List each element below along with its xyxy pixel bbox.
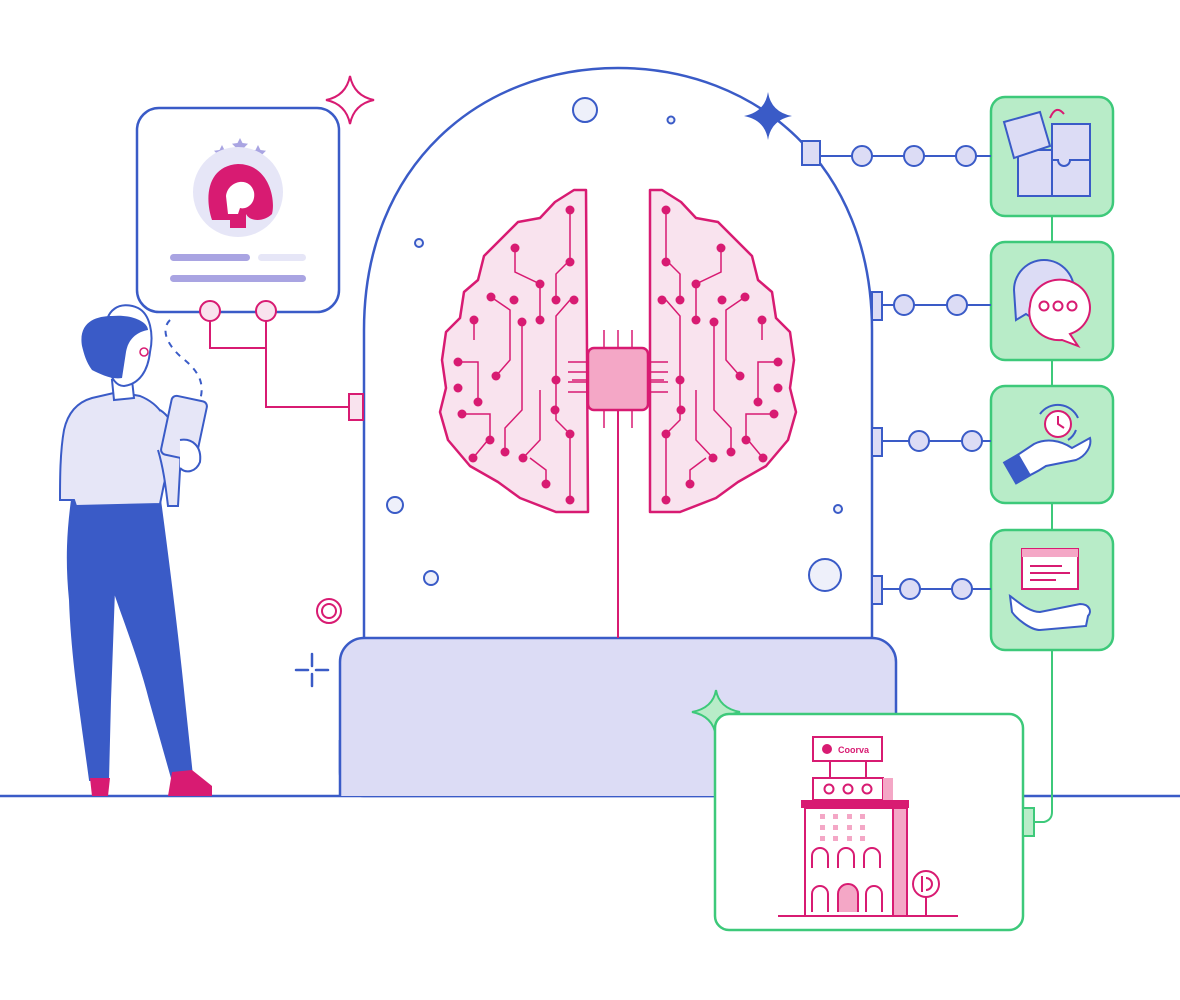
sparkle-icon [325, 75, 375, 125]
person-figure [58, 304, 212, 796]
brain-right-hemisphere [648, 188, 798, 514]
connector-chat [871, 291, 991, 321]
sparkle-icon [744, 92, 792, 140]
profile-card [135, 106, 341, 314]
feature-tile-puzzle [989, 95, 1115, 218]
building-sign-text: Coorva [838, 745, 870, 755]
office-building-icon: Coorva [778, 736, 958, 917]
feature-tile-time [989, 384, 1115, 505]
connector-code [871, 575, 991, 605]
connector-puzzle [801, 140, 991, 167]
ring-decoration [316, 598, 342, 624]
dome-bubbles [386, 97, 843, 592]
brain-left-hemisphere [438, 188, 590, 514]
hand-code-window-icon [1008, 548, 1091, 632]
brain-circuit-icon [438, 188, 798, 514]
feature-tile-code [989, 528, 1115, 652]
hand-clock-icon [1002, 403, 1092, 485]
chat-bubbles-icon [1012, 259, 1091, 349]
connector-time [871, 427, 991, 457]
tiles-connector [1034, 216, 1053, 823]
feature-tile-chat [989, 240, 1115, 362]
plus-sparkle-icon [294, 652, 330, 688]
building-card: Coorva [713, 712, 1035, 932]
puzzle-icon [1002, 108, 1091, 197]
profile-connectors [199, 300, 364, 421]
microchip-icon [568, 330, 668, 428]
